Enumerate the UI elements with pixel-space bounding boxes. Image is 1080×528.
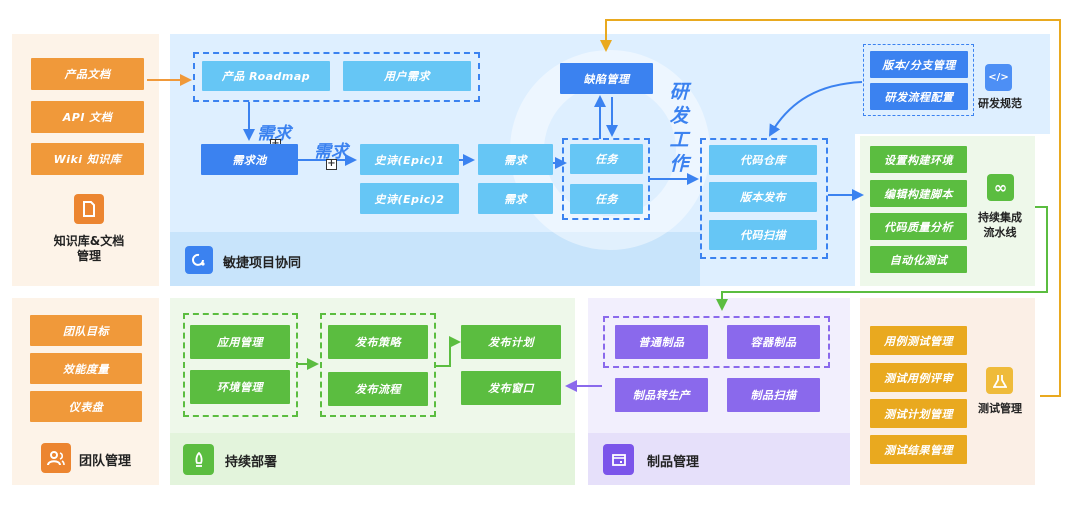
- test-plan-management[interactable]: 测试计划管理: [870, 399, 967, 428]
- ci-setup-env[interactable]: 设置构建环境: [870, 146, 967, 173]
- requirement-pool[interactable]: 需求池: [201, 144, 298, 175]
- sources-group: [193, 52, 480, 102]
- rocket-icon: [183, 444, 214, 475]
- dev-flow-config[interactable]: 研发流程配置: [870, 83, 968, 110]
- app-management[interactable]: 应用管理: [190, 325, 290, 359]
- ci-auto-test[interactable]: 自动化测试: [870, 246, 967, 273]
- epic-2[interactable]: 史诗(Epic)2: [360, 183, 459, 214]
- doc-item-product[interactable]: 产品文档: [31, 58, 144, 90]
- dev-work-char: 作: [669, 153, 689, 175]
- efficiency-metrics[interactable]: 效能度量: [30, 353, 142, 384]
- container-artifact[interactable]: 容器制品: [727, 325, 820, 359]
- ci-title: 持续集成 流水线: [972, 210, 1028, 240]
- doc-item-wiki[interactable]: Wiki 知识库: [31, 143, 144, 175]
- source-user-req[interactable]: 用户需求: [343, 61, 471, 91]
- code-repo[interactable]: 代码仓库: [709, 145, 817, 175]
- env-management[interactable]: 环境管理: [190, 370, 290, 404]
- code-icon: </>: [985, 64, 1012, 91]
- dashboard[interactable]: 仪表盘: [30, 391, 142, 422]
- artifact-icon: [603, 444, 634, 475]
- dev-work-char: 研: [669, 81, 689, 103]
- pool-arrow-label: 需求: [257, 124, 291, 144]
- deploy-footer: [170, 433, 575, 485]
- expand-icon[interactable]: +: [326, 158, 337, 170]
- knowledge-title-line2: 管理: [76, 249, 101, 263]
- test-title: 测试管理: [978, 402, 1022, 415]
- ci-quality-analysis[interactable]: 代码质量分析: [870, 213, 967, 240]
- generic-artifact[interactable]: 普通制品: [615, 325, 708, 359]
- dev-work-char: 发: [669, 105, 689, 127]
- requirement-2[interactable]: 需求: [478, 183, 553, 214]
- code-scan[interactable]: 代码扫描: [709, 220, 817, 250]
- dev-spec-title: 研发规范: [978, 97, 1022, 110]
- team-icon: [41, 443, 71, 473]
- release-window[interactable]: 发布窗口: [461, 371, 561, 405]
- requirement-1[interactable]: 需求: [478, 144, 553, 175]
- task-1[interactable]: 任务: [570, 144, 643, 174]
- team-goal[interactable]: 团队目标: [30, 315, 142, 346]
- epic-arrow-label: 需求: [314, 142, 348, 162]
- doc-item-api[interactable]: API 文档: [31, 101, 144, 133]
- version-release[interactable]: 版本发布: [709, 182, 817, 212]
- test-case-management[interactable]: 用例测试管理: [870, 326, 967, 355]
- artifact-to-production[interactable]: 制品转生产: [615, 378, 708, 412]
- cycle-icon: [185, 246, 213, 274]
- ci-edit-script[interactable]: 编辑构建脚本: [870, 180, 967, 207]
- release-plan[interactable]: 发布计划: [461, 325, 561, 359]
- deploy-title: 持续部署: [225, 455, 278, 470]
- agile-title: 敏捷项目协同: [223, 256, 302, 271]
- test-case-review[interactable]: 测试用例评审: [870, 363, 967, 392]
- branch-management[interactable]: 版本/分支管理: [870, 51, 968, 78]
- code-group: [700, 138, 828, 259]
- tasks-group: [562, 138, 650, 220]
- dev-spec-group: [863, 44, 974, 116]
- artifact-types-group: [603, 316, 830, 368]
- source-roadmap[interactable]: 产品 Roadmap: [202, 61, 330, 91]
- knowledge-title-line1: 知识库&文档: [53, 234, 125, 248]
- flask-icon: [986, 367, 1013, 394]
- task-2[interactable]: 任务: [570, 184, 643, 214]
- defect-management[interactable]: 缺陷管理: [560, 63, 653, 94]
- release-strategy[interactable]: 发布策略: [328, 325, 428, 359]
- dev-work-char: 工: [669, 129, 689, 151]
- artifact-scan[interactable]: 制品扫描: [727, 378, 820, 412]
- knowledge-title: 知识库&文档 管理: [30, 234, 148, 264]
- artifact-title: 制品管理: [647, 455, 700, 470]
- document-icon: [74, 194, 104, 224]
- release-group: [320, 313, 436, 417]
- release-flow[interactable]: 发布流程: [328, 372, 428, 406]
- ci-title-line2: 流水线: [983, 226, 1017, 239]
- infinity-icon: ∞: [987, 174, 1014, 201]
- ci-title-line1: 持续集成: [978, 211, 1022, 224]
- team-title: 团队管理: [79, 454, 132, 469]
- dev-work-label: 研 发 工 作: [668, 80, 690, 176]
- apps-group: [183, 313, 298, 417]
- test-result-management[interactable]: 测试结果管理: [870, 435, 967, 464]
- epic-1[interactable]: 史诗(Epic)1: [360, 144, 459, 175]
